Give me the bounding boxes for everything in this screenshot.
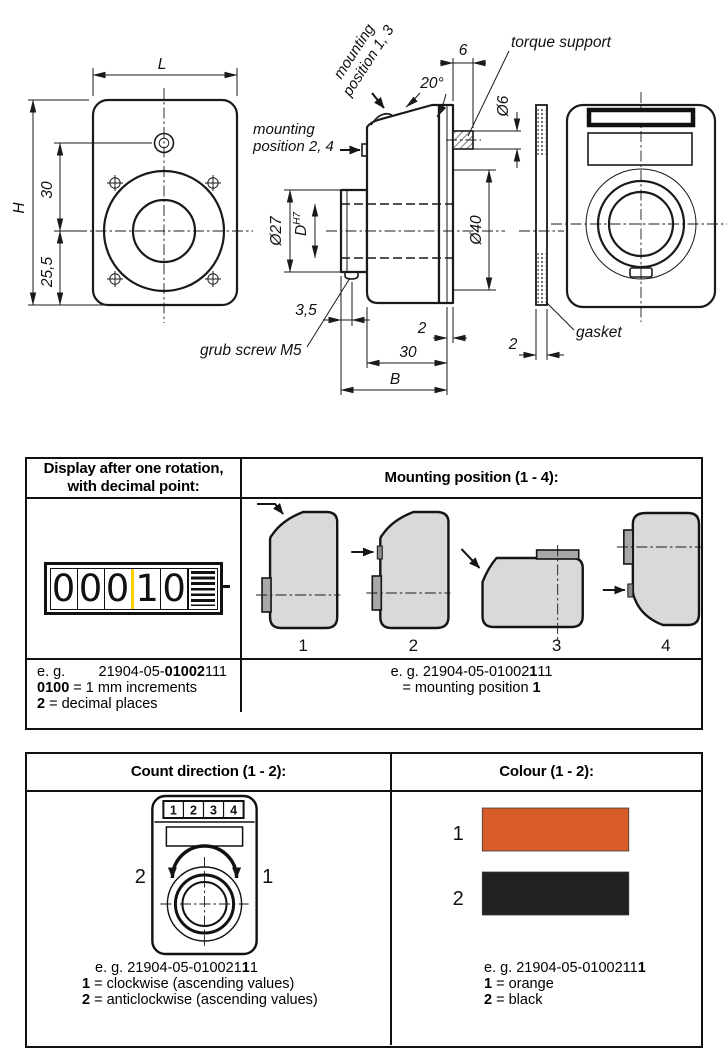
- dim-3-5: 3,5: [295, 302, 317, 319]
- header-colour: Colour (1 - 2):: [499, 763, 594, 781]
- mounting-pos-3: 3: [460, 545, 584, 655]
- swatch-black: [481, 871, 630, 916]
- dim-B: B: [390, 371, 400, 388]
- display-mounting-table: Display after one rotation,with decimal …: [25, 457, 703, 730]
- display-example-caption: e. g. 21904-05-01002111 0100 = 1 mm incr…: [27, 660, 242, 712]
- direction-1-label: 1: [262, 866, 273, 888]
- decimal-point-marker: [130, 568, 135, 609]
- svg-text:4: 4: [661, 636, 670, 655]
- svg-text:3: 3: [210, 804, 217, 818]
- swatch-orange: [481, 807, 630, 852]
- direction-2-label: 2: [135, 866, 146, 888]
- counter-digit: 0: [161, 568, 189, 609]
- colour-swatches: 1 2: [453, 807, 630, 916]
- rotation-arrow: [167, 844, 242, 879]
- svg-text:3: 3: [552, 636, 561, 655]
- dim-H: H: [11, 202, 28, 214]
- mounting-pos-2: 2: [351, 510, 451, 655]
- mounting-13-label: mounting position 1, 3: [330, 20, 398, 100]
- counter-digit: 0: [51, 568, 78, 609]
- angle-20: 20°: [419, 75, 443, 92]
- mounting-positions-diagram: 1 2: [256, 502, 701, 655]
- count-direction-diagram: 1 2 3 4 2 1: [135, 794, 273, 956]
- svg-text:2: 2: [409, 636, 418, 655]
- counter-digit: 0: [78, 568, 105, 609]
- header-display: Display after one rotation,with decimal …: [27, 459, 242, 497]
- flange-screws: [107, 175, 221, 287]
- dim-2: 2: [417, 320, 427, 337]
- dim-L: L: [158, 56, 167, 73]
- side-view: Ø27 DH7 Ø40 6 20° mounting position 1, 3: [200, 20, 612, 395]
- svg-text:position 2, 4: position 2, 4: [252, 138, 334, 155]
- svg-text:1: 1: [298, 636, 307, 655]
- colour-2-label: 2: [453, 888, 464, 910]
- mounting-pos-1: 1: [256, 502, 341, 655]
- front-view: L H 30 25,5: [11, 56, 253, 323]
- svg-text:4: 4: [230, 804, 237, 818]
- mounting-24-label: mounting position 2, 4: [252, 121, 334, 155]
- counter-digit: 1: [134, 568, 162, 609]
- dim-25-5: 25,5: [39, 257, 56, 289]
- gasket-view: 2 gasket: [508, 104, 622, 360]
- index-tick: [220, 585, 230, 588]
- technical-drawing: L H 30 25,5: [11, 20, 727, 395]
- count-colour-table: Count direction (1 - 2): Colour (1 - 2):…: [25, 752, 703, 1048]
- counter-digit: 0: [105, 568, 130, 609]
- dim-30b: 30: [399, 344, 417, 361]
- colour-1-label: 1: [453, 823, 464, 845]
- svg-text:2: 2: [190, 804, 197, 818]
- rear-view: [551, 92, 727, 322]
- mounting-pos-4: 4: [602, 511, 701, 655]
- dim-D-H7: DH7: [292, 212, 310, 236]
- svg-text:mounting: mounting: [253, 121, 315, 138]
- svg-text:1: 1: [170, 804, 177, 818]
- counter-display: 0 0 0 1 0: [44, 562, 230, 615]
- dim-30: 30: [39, 181, 56, 199]
- gasket-label: gasket: [576, 324, 622, 341]
- dim-dia6: Ø6: [495, 95, 512, 117]
- header-count-direction: Count direction (1 - 2):: [27, 754, 392, 790]
- gasket-dim-2: 2: [508, 336, 518, 353]
- colour-caption: e. g. 21904-05-01002111 1 = orange 2 = b…: [484, 960, 646, 1008]
- grub-screw-label: grub screw M5: [200, 342, 302, 359]
- dial-digit-strip: 1 2 3 4: [162, 800, 245, 819]
- header-mounting-position: Mounting position (1 - 4):: [384, 469, 559, 487]
- dim-6: 6: [459, 42, 468, 59]
- torque-support-label: torque support: [511, 34, 612, 51]
- setting-wheel: [188, 568, 216, 609]
- dim-dia27: Ø27: [268, 215, 285, 247]
- count-direction-caption: e. g. 21904-05-01002111 1 = clockwise (a…: [82, 960, 318, 1008]
- dim-dia40: Ø40: [468, 215, 485, 246]
- mounting-example-caption: e. g. 21904-05-01002111 = mounting posit…: [390, 664, 553, 696]
